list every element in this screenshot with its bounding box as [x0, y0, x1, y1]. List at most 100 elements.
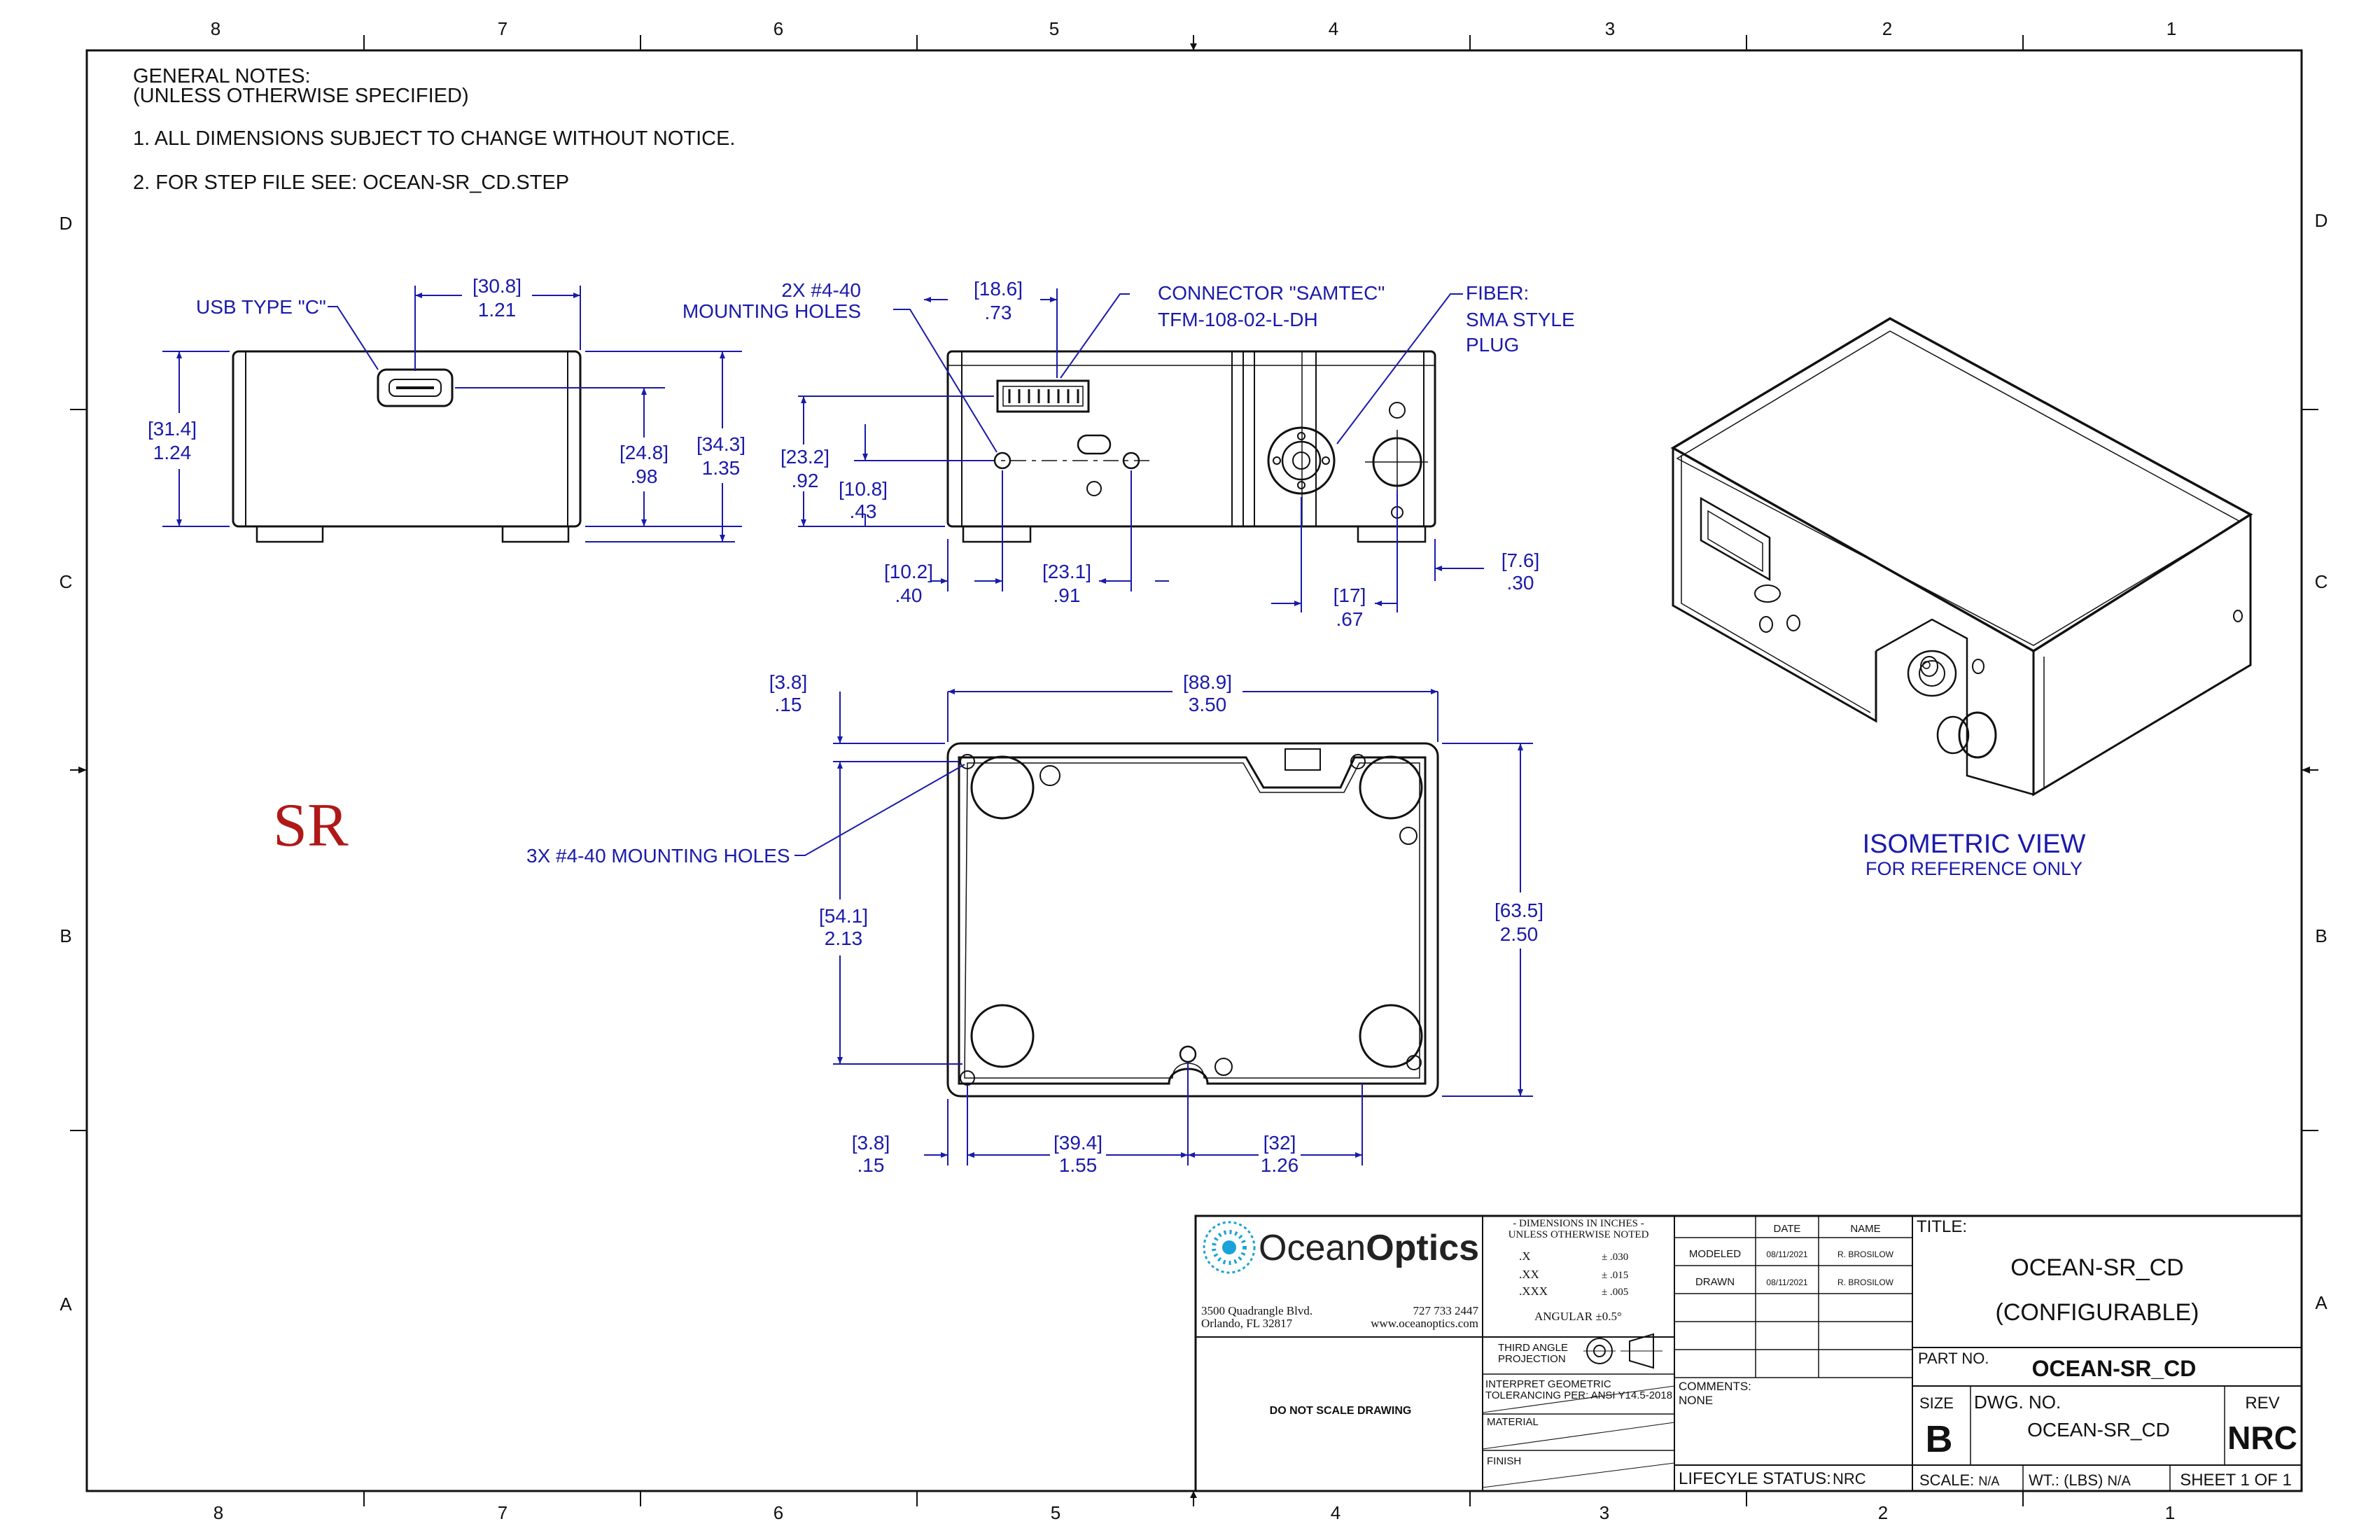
dim-front-hole-x-in: .40 — [895, 584, 923, 606]
tb-row-name: R. BROSILOW — [1837, 1250, 1894, 1259]
iso-subtitle: FOR REFERENCE ONLY — [1865, 858, 2082, 879]
tb-rev-value: NRC — [2227, 1420, 2297, 1456]
bottom-view-dims — [794, 689, 1533, 1166]
callout-mount2: 2X #4-40 — [781, 279, 861, 301]
callout-fiber: PLUG — [1466, 334, 1519, 356]
side-view-dims — [162, 286, 742, 542]
tb-address: 3500 Quadrangle Blvd. — [1201, 1304, 1312, 1317]
tb-row-date: 08/11/2021 — [1766, 1278, 1807, 1287]
side-view — [232, 350, 582, 543]
dim-bottom-span2-in: 1.26 — [1261, 1154, 1299, 1176]
zone-top-1: 1 — [2166, 18, 2176, 39]
tb-material: MATERIAL — [1487, 1416, 1539, 1428]
tb-sheet: SHEET 1 OF 1 — [2180, 1471, 2292, 1490]
tb-tol: ± .030 — [1602, 1252, 1628, 1263]
tb-finish: FINISH — [1487, 1455, 1521, 1467]
sheet-border — [70, 35, 2318, 1506]
note-item: 1. ALL DIMENSIONS SUBJECT TO CHANGE WITH… — [133, 127, 735, 150]
dim-bottom-span2-mm: [32] — [1264, 1132, 1296, 1154]
callout-fiber: SMA STYLE — [1466, 309, 1575, 330]
zone-top-7: 7 — [498, 18, 507, 39]
notes-heading: GENERAL NOTES: — [133, 65, 311, 88]
dim-side-height-mm: [31.4] — [148, 418, 197, 440]
dim-side-total-in: 1.35 — [702, 457, 741, 479]
callouts: USB TYPE "C" 2X #4-40 MOUNTING HOLES CON… — [196, 279, 1575, 867]
tb-tol: ± .005 — [1602, 1287, 1628, 1298]
dim-bottom-top-off-mm: [3.8] — [769, 671, 807, 693]
dim-side-usb-mm: [24.8] — [620, 442, 668, 463]
callout-connector: TFM-108-02-L-DH — [1158, 309, 1318, 330]
zone-right-C: C — [2315, 571, 2328, 592]
note-item: 2. FOR STEP FILE SEE: OCEAN-SR_CD.STEP — [133, 172, 569, 194]
zone-bottom-5: 5 — [1051, 1502, 1060, 1523]
zone-top-5: 5 — [1049, 18, 1059, 39]
tb-lifecycle-label: LIFECYLE STATUS: — [1679, 1469, 1831, 1488]
dim-bottom-hole-h-in: 2.13 — [825, 927, 863, 949]
usb-c-port — [377, 368, 454, 407]
sr-stamp: SR — [273, 792, 349, 860]
tb-part-value: OCEAN-SR_CD — [2032, 1356, 2197, 1381]
zone-left-C: C — [59, 571, 73, 592]
samtec-connector — [996, 379, 1090, 413]
tb-web: www.oceanoptics.com — [1371, 1317, 1478, 1330]
zone-bottom-7: 7 — [498, 1502, 507, 1523]
dim-front-hole-span-in: .91 — [1054, 584, 1081, 606]
projection-symbol-icon — [1583, 1333, 1662, 1369]
oceanoptics-logo-icon — [1203, 1221, 1256, 1274]
tb-tol: .XXX — [1519, 1284, 1548, 1298]
dim-bottom-width-mm: [88.9] — [1183, 671, 1232, 693]
tb-row-name: R. BROSILOW — [1837, 1278, 1894, 1287]
general-notes: GENERAL NOTES: (UNLESS OTHERWISE SPECIFI… — [133, 65, 735, 194]
isometric-view — [1670, 316, 2253, 797]
tb-weight: WT.: (LBS) N/A — [2029, 1471, 2131, 1489]
tb-tol-header: - DIMENSIONS IN INCHES - — [1513, 1218, 1644, 1229]
tb-tol: ± .015 — [1602, 1270, 1628, 1281]
tb-col-name: NAME — [1850, 1223, 1880, 1235]
title-block — [1194, 1214, 2303, 1492]
zone-top-2: 2 — [1882, 18, 1892, 39]
tb-title: OCEAN-SR_CD — [2010, 1254, 2183, 1281]
dimension-values: [30.8] 1.21 [31.4] 1.24 [24.8] .98 [34.3… — [148, 275, 1544, 1176]
dim-front-conn-h-mm: [23.2] — [780, 446, 830, 468]
zone-right-B: B — [2315, 925, 2327, 946]
iso-caption: ISOMETRIC VIEW FOR REFERENCE ONLY — [1863, 830, 2086, 879]
dim-front-hole-x-mm: [10.2] — [884, 561, 933, 582]
tb-interpret: INTERPRET GEOMETRIC — [1485, 1378, 1611, 1390]
callout-fiber: FIBER: — [1466, 282, 1529, 304]
tb-row-date: 08/11/2021 — [1766, 1250, 1807, 1259]
tb-title-label: TITLE: — [1917, 1217, 1967, 1236]
dim-side-total-mm: [34.3] — [696, 433, 746, 455]
front-view-dims — [798, 288, 1484, 612]
dim-bottom-left-off-in: .15 — [858, 1154, 885, 1176]
callout-mount2: MOUNTING HOLES — [682, 300, 861, 322]
zone-right-D: D — [2315, 210, 2328, 231]
tb-no-scale: DO NOT SCALE DRAWING — [1270, 1405, 1412, 1417]
callout-usb: USB TYPE "C" — [196, 296, 326, 318]
zone-top-4: 4 — [1329, 18, 1338, 39]
tb-size-value: B — [1926, 1418, 1953, 1460]
tb-interpret: TOLERANCING PER: ANSI Y14.5-2018 — [1485, 1390, 1672, 1401]
title-block-text: 3500 Quadrangle Blvd. Orlando, FL 32817 … — [1201, 1218, 1649, 1330]
dim-front-conn-h-in: .92 — [792, 470, 819, 491]
zone-bottom-6: 6 — [774, 1502, 783, 1523]
tb-projection: THIRD ANGLE — [1498, 1342, 1568, 1354]
tb-scale: SCALE: N/A — [1919, 1471, 1999, 1489]
callout-mount3: 3X #4-40 MOUNTING HOLES — [526, 845, 790, 867]
tb-row-label: MODELED — [1689, 1248, 1741, 1260]
dim-bottom-span1-mm: [39.4] — [1054, 1132, 1102, 1154]
zone-bottom-2: 2 — [1878, 1502, 1888, 1523]
tb-rev-label: REV — [2245, 1394, 2279, 1413]
dim-conn-offset-in: .73 — [985, 302, 1012, 323]
tb-comments-label: COMMENTS: — [1679, 1380, 1751, 1393]
zone-bottom-4: 4 — [1331, 1502, 1340, 1523]
dim-side-usb-in: .98 — [631, 465, 658, 487]
zone-top-8: 8 — [211, 18, 220, 39]
zone-labels: 8 7 6 5 4 3 2 1 8 7 6 5 4 3 2 1 D C B A … — [59, 18, 2328, 1523]
tb-tol: .X — [1519, 1250, 1531, 1263]
tb-address: Orlando, FL 32817 — [1201, 1317, 1293, 1330]
dim-side-width-in: 1.21 — [478, 299, 517, 321]
dim-bottom-left-off-mm: [3.8] — [852, 1132, 890, 1154]
tb-part-label: PART NO. — [1918, 1350, 1989, 1367]
tb-lifecycle-value: NRC — [1833, 1470, 1866, 1488]
dim-fiber-edge-mm: [7.6] — [1502, 550, 1539, 571]
